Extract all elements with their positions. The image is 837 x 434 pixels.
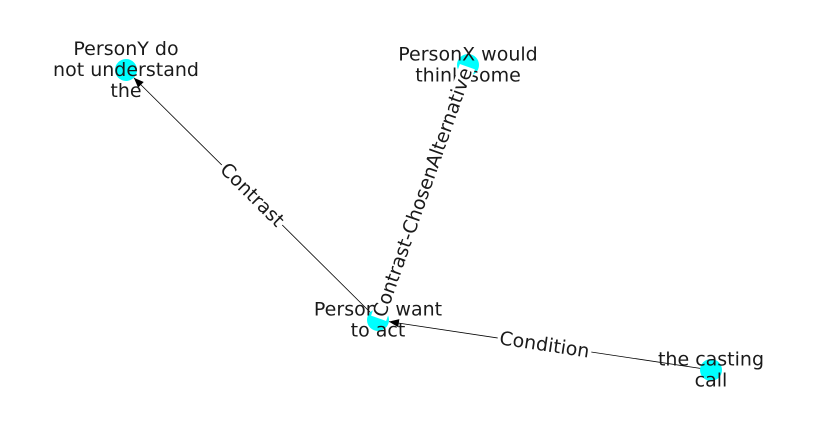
edge-arrowhead xyxy=(388,319,400,328)
edge-label: Condition xyxy=(498,327,591,362)
edge-label: Contrast-ChosenAlternative xyxy=(369,65,477,320)
edge-label-background xyxy=(371,64,475,321)
edge-label-background xyxy=(496,330,593,360)
node-label-line: the casting xyxy=(658,349,764,371)
node-label-line: PersonY do xyxy=(73,38,178,60)
node-the-casting-call[interactable] xyxy=(700,359,722,381)
node-label-line: PersonX would xyxy=(398,44,537,66)
node-label-line: to act xyxy=(351,320,406,342)
edge-label-background xyxy=(216,159,288,231)
node-persony-do-not-understand-the[interactable] xyxy=(115,59,137,81)
edge-label: Contrast xyxy=(215,159,288,232)
node-label-line: the xyxy=(110,80,141,102)
edge-label-group: Contrast xyxy=(215,159,288,232)
edge-label-group: Condition xyxy=(496,327,593,363)
node-label-line: call xyxy=(695,370,728,392)
edge-label-group: Contrast-ChosenAlternative xyxy=(369,64,477,321)
node-label-line: not understand xyxy=(53,59,199,81)
edge-arrowhead xyxy=(133,77,144,88)
